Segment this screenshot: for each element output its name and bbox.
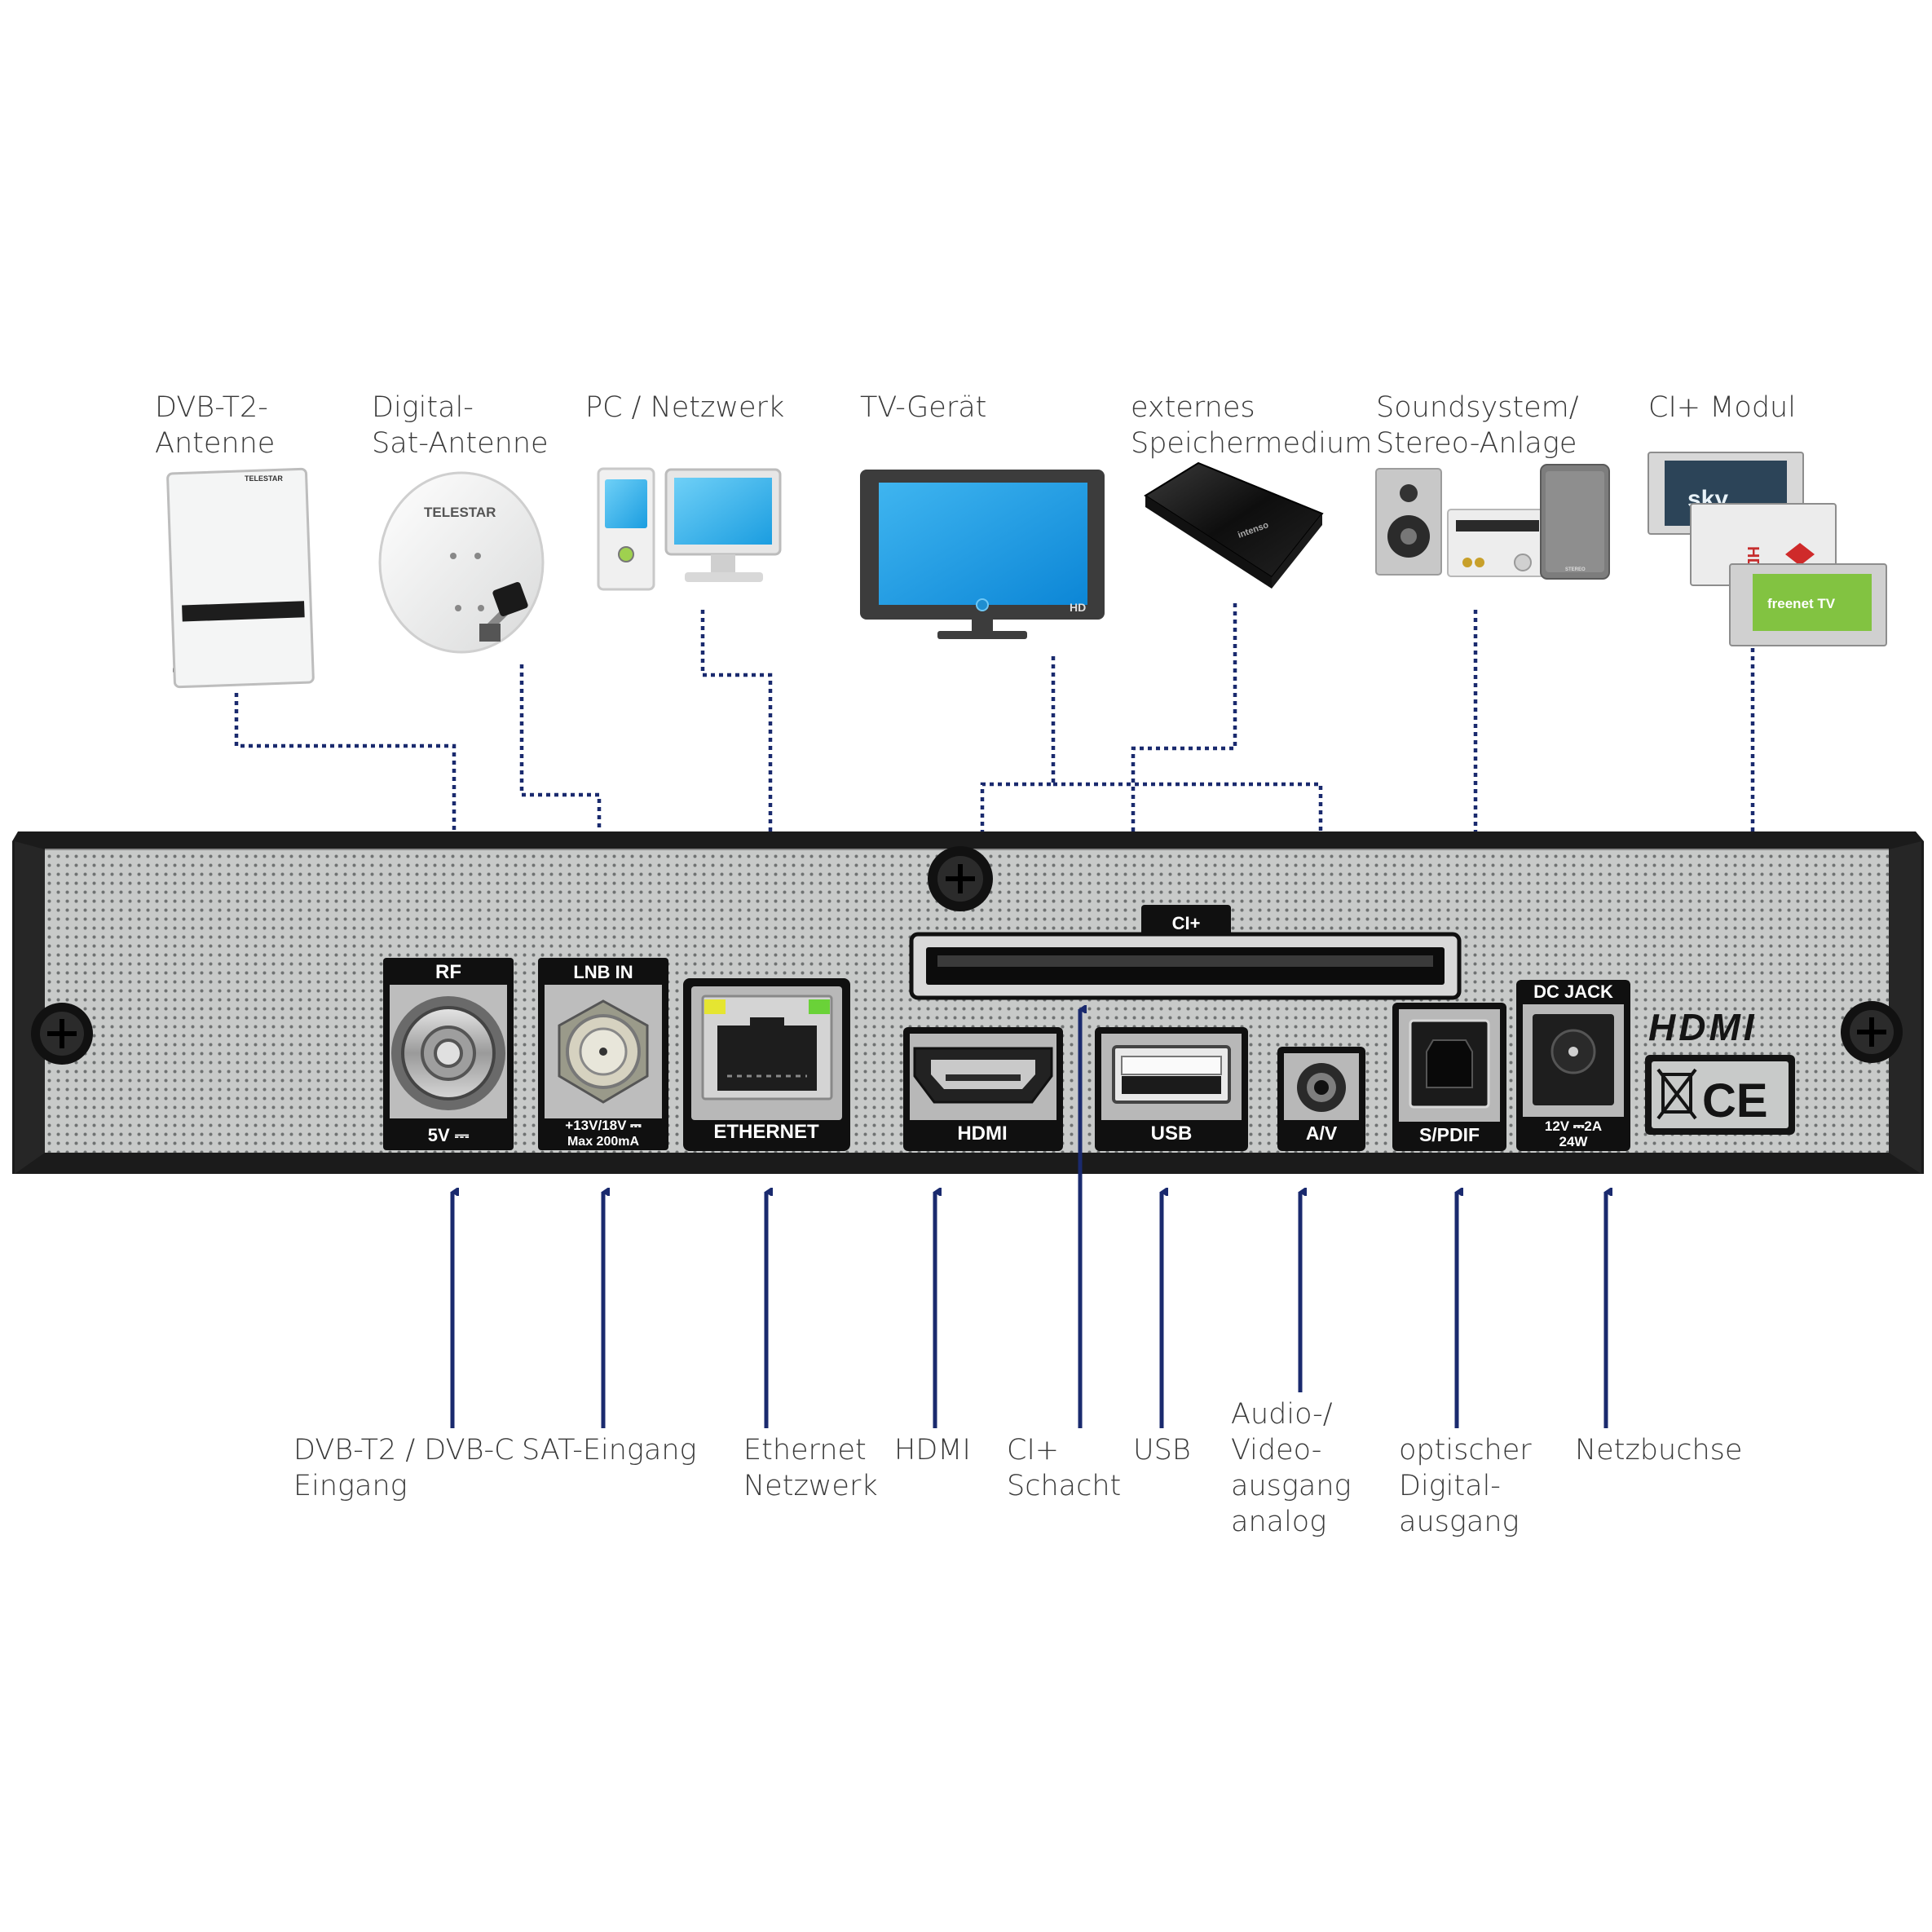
- av-port[interactable]: A/V: [1277, 1047, 1365, 1151]
- external-storage-icon: intenso: [1144, 461, 1324, 589]
- label-pc-network: PC / Netzwerk: [585, 391, 785, 424]
- hdmi-port-label: HDMI: [957, 1123, 1007, 1145]
- line-sat-lnb: [519, 664, 602, 962]
- label-sound: Soundsystem/Stereo-Anlage: [1376, 391, 1579, 460]
- rf-port-bottom-label: 5V ⎓: [428, 1125, 470, 1145]
- stereo-brand-text: STEREO: [1565, 567, 1586, 572]
- pc-icon: [597, 467, 782, 591]
- sound-system-icon: STEREO: [1375, 464, 1610, 580]
- screw-right-icon: [1841, 1001, 1903, 1063]
- label-usb: USB: [1133, 1434, 1191, 1467]
- screw-left-icon: [31, 1003, 93, 1065]
- label-sat-input: SAT-Eingang: [522, 1434, 697, 1467]
- port-arrows: [450, 1009, 1606, 1428]
- label-tv: TV-Gerät: [860, 391, 987, 424]
- ci-plus-slot[interactable]: CI+: [909, 905, 1462, 1000]
- hdmi-logo: HDMI: [1648, 1006, 1758, 1048]
- av-port-label: A/V: [1306, 1123, 1338, 1144]
- hdmi-logo-text: HDMI: [1648, 1006, 1758, 1048]
- hdmi-port[interactable]: HDMI: [903, 1027, 1063, 1151]
- freenet-tv-text: freenet TV: [1767, 596, 1836, 611]
- weee-bin-icon: [1656, 1068, 1697, 1120]
- screw-top-icon: [928, 846, 993, 911]
- usb-port[interactable]: USB: [1095, 1027, 1248, 1151]
- lnb-port-top-label: LNB IN: [573, 962, 633, 982]
- dish-brand-text: TELESTAR: [424, 505, 496, 520]
- lnb-port-bottom-label: +13V/18V ⎓: [565, 1118, 642, 1133]
- dc-jack-bottom-label: 12V ⎓2A: [1545, 1118, 1602, 1134]
- rf-port[interactable]: RF 5V ⎓: [383, 958, 514, 1150]
- label-ci-slot: CI+Schacht: [1007, 1434, 1122, 1502]
- label-antenna: DVB-T2-Antenne: [155, 391, 276, 460]
- tv-hd-badge: HD: [1070, 601, 1086, 614]
- ci-module-icon: sky HD+ MODUL freenet TV: [1647, 452, 1887, 646]
- lnb-in-port[interactable]: LNB IN +13V/18V ⎓ Max 200mA: [538, 958, 668, 1150]
- label-hdmi: HDMI: [894, 1434, 971, 1467]
- tv-icon: HD: [860, 470, 1105, 639]
- rf-port-top-label: RF: [435, 961, 461, 983]
- antenna-brand-text: TELESTAR: [245, 474, 283, 483]
- ci-slot-label: CI+: [1172, 913, 1201, 933]
- lnb-port-bottom-label-2: Max 200mA: [567, 1135, 639, 1149]
- ce-weee-mark: CE: [1645, 1055, 1795, 1135]
- usb-port-label: USB: [1151, 1123, 1193, 1145]
- label-power: Netzbuchse: [1575, 1434, 1743, 1467]
- label-sat-antenna: Digital-Sat-Antenne: [372, 391, 549, 460]
- dc-jack-top-label: DC JACK: [1533, 981, 1613, 1002]
- spdif-port[interactable]: S/PDIF: [1392, 1003, 1506, 1151]
- label-ci-module: CI+ Modul: [1648, 391, 1796, 424]
- ethernet-port-label: ETHERNET: [713, 1121, 819, 1143]
- ethernet-port[interactable]: ETHERNET: [683, 978, 850, 1151]
- spdif-port-label: S/PDIF: [1419, 1124, 1480, 1145]
- dc-jack-port[interactable]: DC JACK 12V ⎓2A 24W: [1516, 980, 1630, 1151]
- ce-mark-text: CE: [1702, 1074, 1768, 1127]
- dc-jack-bottom-label-2: 24W: [1559, 1134, 1589, 1149]
- antenna-device-icon: TELESTAR: [166, 467, 315, 689]
- sat-dish-icon: TELESTAR: [378, 471, 545, 654]
